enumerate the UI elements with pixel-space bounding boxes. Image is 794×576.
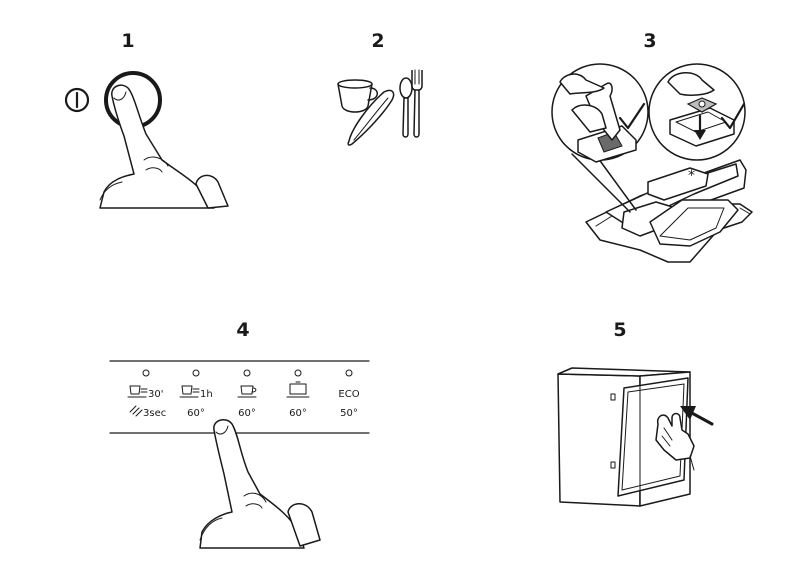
program-pot-temp: 60° bbox=[289, 408, 307, 419]
program-cup-temp: 60° bbox=[238, 408, 256, 419]
program-button-1h[interactable]: 1h 60° bbox=[179, 369, 213, 419]
program-button-eco[interactable]: ECO 50° bbox=[338, 369, 360, 419]
program-1h-temp: 60° bbox=[187, 408, 205, 419]
step-3-number: 3 bbox=[643, 30, 656, 52]
step-4-number: 4 bbox=[236, 319, 249, 341]
checkmark-icon bbox=[618, 102, 646, 130]
program-quick-hold: 3sec bbox=[143, 408, 166, 419]
one-hour-icon bbox=[179, 385, 200, 398]
step-2: 2 bbox=[337, 30, 423, 146]
step-5-number: 5 bbox=[613, 319, 626, 341]
arrow-icon bbox=[680, 406, 714, 426]
step-3: 3 * bbox=[551, 30, 753, 263]
fork-icon bbox=[411, 69, 423, 138]
dishwasher-closing bbox=[557, 367, 691, 507]
step-1: 1 bbox=[64, 30, 229, 209]
door-hinge-top bbox=[610, 393, 616, 401]
program-quick-time: 30' bbox=[148, 389, 163, 400]
step-4: 4 30' 3sec bbox=[109, 319, 370, 549]
cup-icon bbox=[337, 79, 378, 113]
program-1h-time: 1h bbox=[200, 389, 213, 400]
program-button-quick[interactable]: 30' 3sec bbox=[127, 369, 166, 419]
step-1-number: 1 bbox=[121, 30, 134, 52]
hand-pressing-icon bbox=[99, 84, 229, 209]
detail-circle-left bbox=[551, 63, 649, 213]
program-eco-temp: 50° bbox=[340, 408, 358, 419]
hand-pressing-icon bbox=[199, 419, 321, 549]
program-eco-label: ECO bbox=[338, 389, 359, 400]
power-icon bbox=[64, 87, 90, 113]
door-hinge-bottom bbox=[610, 461, 616, 469]
cup-program-icon bbox=[237, 385, 257, 398]
dishwasher-door-open: * bbox=[585, 159, 753, 263]
control-panel: 30' 3sec 1h 60° bbox=[109, 360, 370, 434]
checkmark-icon bbox=[720, 102, 746, 130]
quick-wash-icon bbox=[127, 385, 148, 398]
step-2-number: 2 bbox=[371, 30, 384, 52]
program-button-pot[interactable]: 60° bbox=[286, 369, 310, 419]
step-5: 5 bbox=[557, 319, 714, 507]
plate-icon bbox=[347, 89, 395, 146]
hand-push-icon bbox=[655, 412, 695, 471]
spoon-icon bbox=[399, 77, 413, 138]
asterisk-mark: * bbox=[688, 168, 695, 184]
program-button-cup[interactable]: 60° bbox=[237, 369, 257, 419]
detail-circle-right bbox=[648, 63, 746, 161]
pot-program-icon bbox=[286, 381, 310, 398]
rinse-icon bbox=[129, 405, 143, 417]
